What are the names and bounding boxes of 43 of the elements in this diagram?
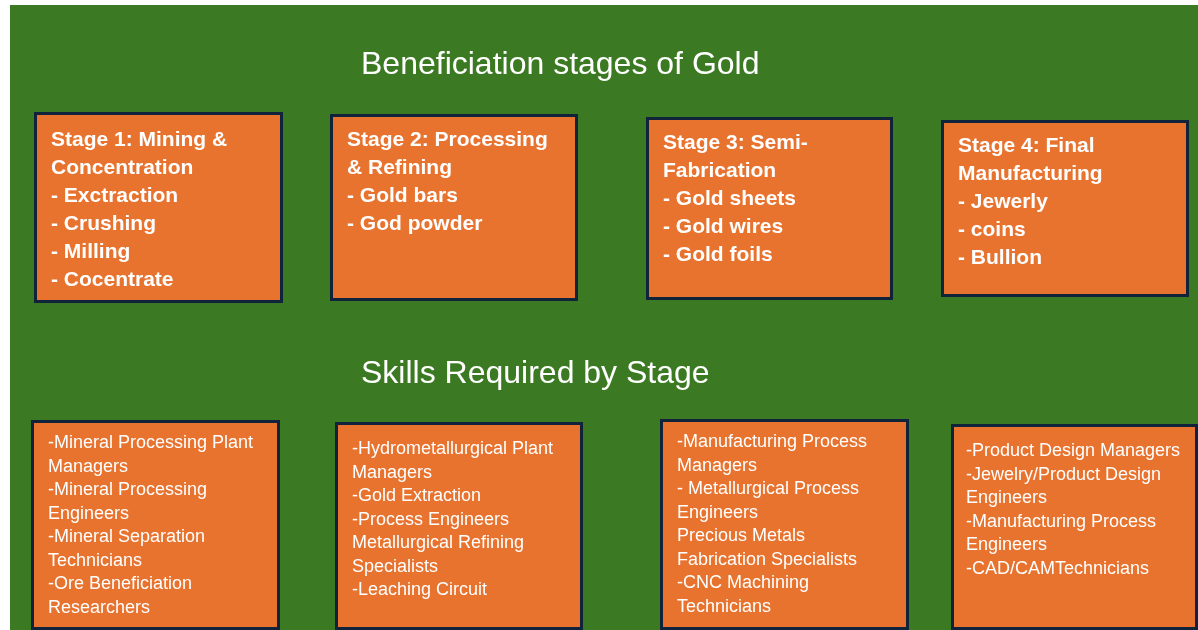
stage-item: - Cocentrate: [51, 266, 175, 292]
skill-item: -Mineral Processing Plant Managers: [48, 431, 255, 478]
stage-item: - Gold sheets: [663, 185, 798, 211]
skill-item: -Gold Extraction: [352, 484, 483, 507]
skill-item: -Mineral Separation Technicians: [48, 525, 207, 572]
stage-box: [951, 424, 1198, 630]
stage-box: [31, 420, 280, 630]
stage-box: [34, 112, 283, 303]
stage-heading: Stage 2: Processing & Refining: [347, 126, 549, 180]
stage-heading: Stage 4: Final Manufacturing: [958, 132, 1104, 186]
skill-item: -CAD/CAMTechnicians: [966, 556, 1151, 580]
skill-item: Precious Metals Fabrication Specialists: [677, 524, 859, 571]
stage-box: [660, 419, 909, 630]
title: Beneficiation stages of Gold: [361, 45, 760, 82]
stage-item: - Exctraction: [51, 182, 180, 208]
stage-item: - Gold wires: [663, 213, 785, 239]
stage-box: [941, 120, 1189, 297]
stage-item: - Bullion: [958, 244, 1043, 270]
stage-item: - Gold foils: [663, 241, 774, 267]
stage-heading: Stage 1: Mining & Concentration: [51, 126, 229, 180]
stage-item: - Milling: [51, 238, 132, 264]
skill-item: - Metallurgical Process Engineers: [677, 477, 861, 524]
skill-item: -Mineral Processing Engineers: [48, 478, 209, 525]
skill-item: -Process Engineers: [352, 507, 511, 531]
stage-item: - Gold bars: [347, 182, 459, 208]
stage-box: [330, 114, 578, 301]
skill-item: -Hydrometallurgical Plant Managers: [352, 437, 555, 484]
stage-box: [646, 117, 893, 300]
stage-item: - God powder: [347, 210, 484, 236]
stage-heading: Stage 3: Semi-Fabrication: [663, 129, 809, 183]
skill-item: -Product Design Managers: [966, 439, 1182, 462]
stage-item: - Crushing: [51, 210, 157, 236]
skill-item: -Ore Beneficiation Researchers: [48, 572, 194, 619]
skill-item: -Manufacturing Process Engineers: [966, 509, 1158, 556]
skill-item: -CNC Machining Technicians: [677, 571, 811, 618]
stage-item: - Jewerly: [958, 188, 1049, 214]
skill-item: -Manufacturing Process Managers: [677, 430, 869, 477]
stage-box: [335, 422, 583, 630]
skill-item: -Leaching Circuit: [352, 578, 489, 601]
skill-item: Metallurgical Refining Specialists: [352, 531, 526, 578]
section-heading: Skills Required by Stage: [361, 354, 710, 391]
skill-item: -Jewelry/Product Design Engineers: [966, 462, 1163, 509]
stage-item: - coins: [958, 216, 1027, 242]
